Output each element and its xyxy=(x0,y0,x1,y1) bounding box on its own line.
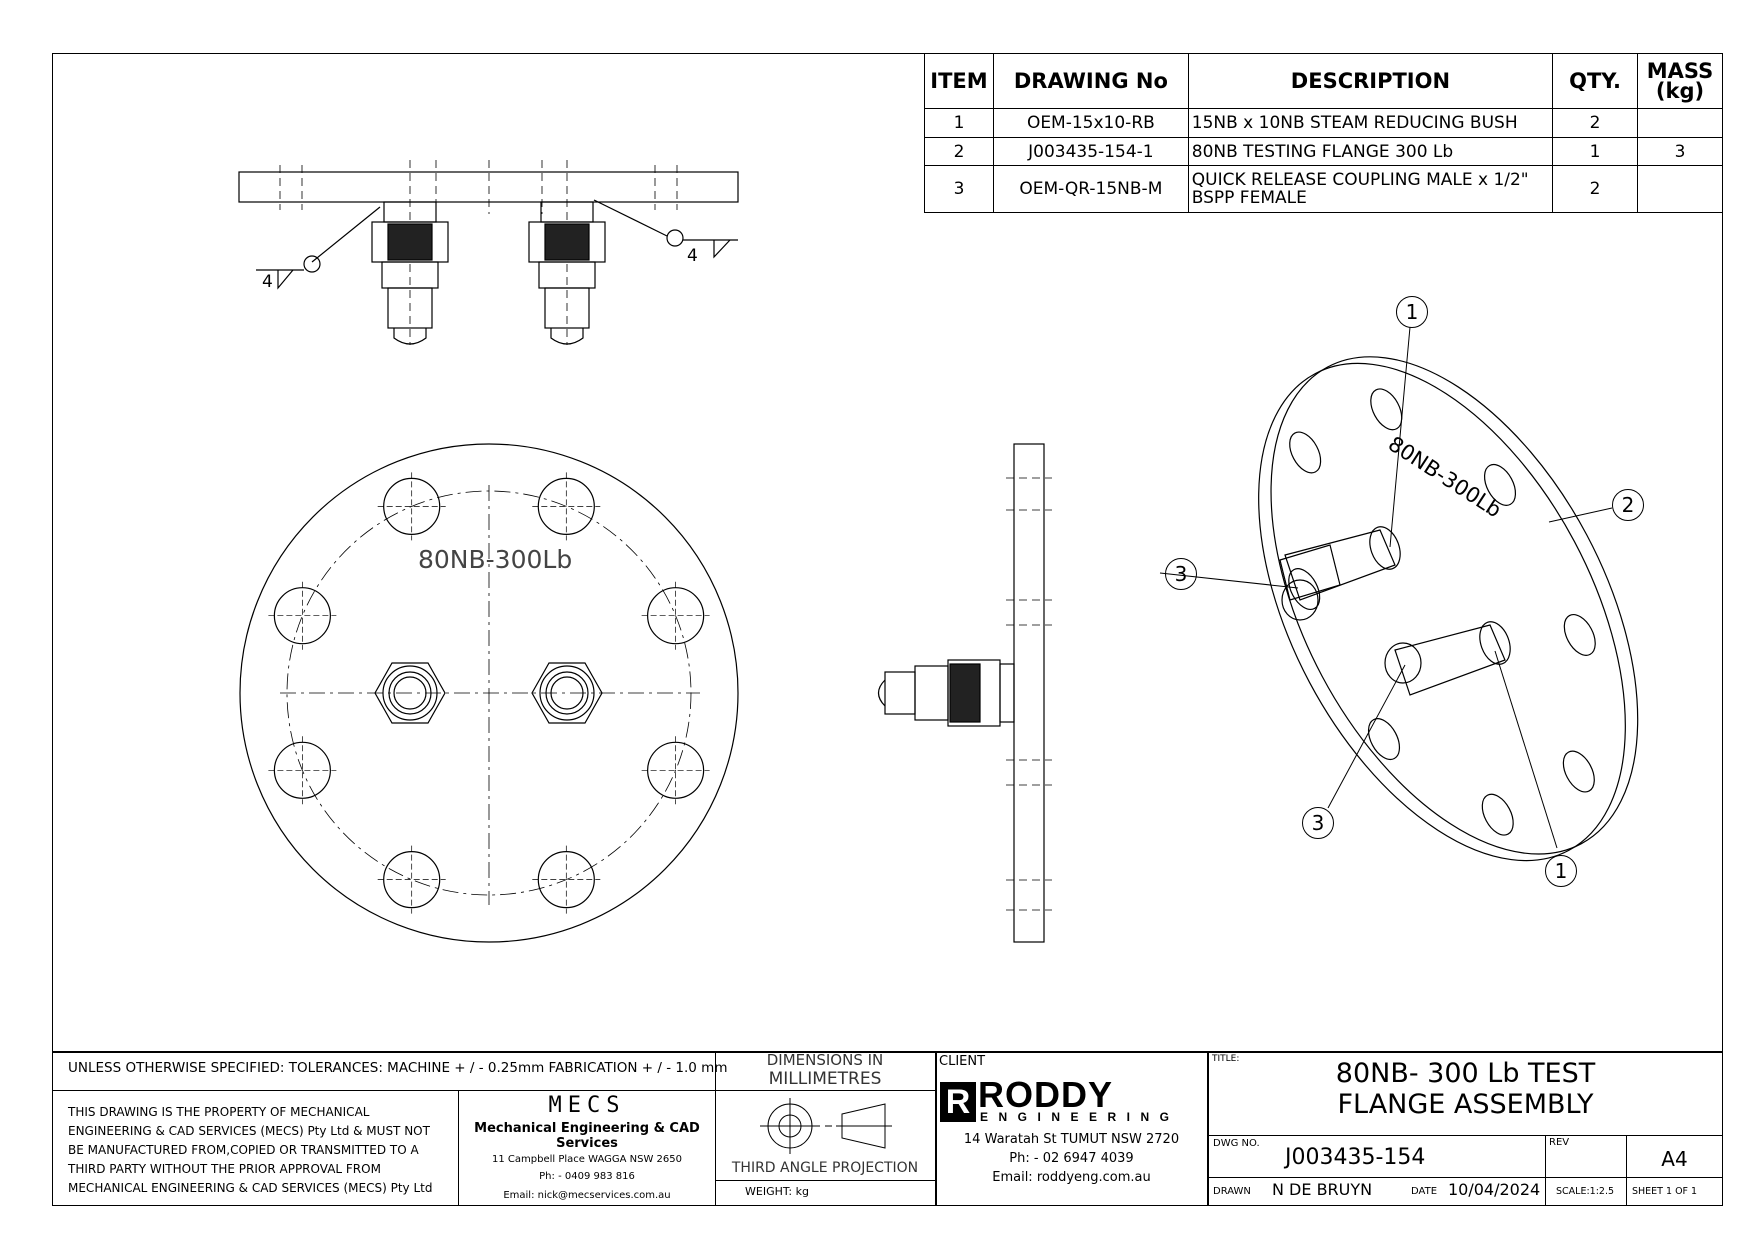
balloon-item-3-bottom: 3 xyxy=(1302,807,1334,839)
weld-symbol-right xyxy=(593,199,738,259)
client-phone: Ph: - 02 6947 4039 xyxy=(1009,1151,1134,1166)
front-fitting-right xyxy=(531,662,603,724)
description-cell: 80NB TESTING FLANGE 300 Lb xyxy=(1187,137,1554,166)
qty-cell: 2 xyxy=(1552,165,1639,213)
qty-cell: 1 xyxy=(1552,137,1639,166)
client-label: CLIENT xyxy=(939,1054,986,1069)
bill-of-materials: ITEM DRAWING No DESCRIPTION QTY. MASS (k… xyxy=(924,53,1723,213)
bom-header: ITEM DRAWING No DESCRIPTION QTY. MASS (k… xyxy=(924,53,1723,109)
mecs-logo: MECS xyxy=(548,1093,626,1118)
drawing-title-line2: FLANGE ASSEMBLY xyxy=(1337,1089,1594,1120)
client-email: Email: roddyeng.com.au xyxy=(992,1170,1151,1185)
top-view xyxy=(238,160,739,345)
col-qty: QTY. xyxy=(1552,53,1639,109)
scale-value: SCALE:1:2.5 xyxy=(1556,1186,1615,1197)
drawing-title-line1: 80NB- 300 Lb TEST xyxy=(1335,1058,1596,1089)
mass-cell xyxy=(1637,165,1723,213)
balloon-item-2: 2 xyxy=(1612,489,1644,521)
weld-size-right: 4 xyxy=(687,246,698,266)
sheet-number: SHEET 1 OF 1 xyxy=(1632,1186,1698,1197)
col-description: DESCRIPTION xyxy=(1187,53,1554,109)
balloon-item-1-top: 1 xyxy=(1396,296,1428,328)
drawing-border xyxy=(52,53,1723,1206)
iso-bolt-hole xyxy=(1288,568,1321,610)
roddy-logo: R RODDY ENGINEERING xyxy=(940,1074,1202,1125)
tolerances-note: UNLESS OTHERWISE SPECIFIED: TOLERANCES: … xyxy=(68,1060,728,1076)
title-label: TITLE: xyxy=(1212,1054,1240,1064)
item-cell: 2 xyxy=(924,137,994,166)
weld-size-left: 4 xyxy=(262,272,273,292)
roddy-logo-main: RODDY xyxy=(978,1074,1114,1115)
third-angle-projection-icon xyxy=(760,1098,892,1154)
isometric-view xyxy=(1159,326,1639,862)
projection-label: THIRD ANGLE PROJECTION xyxy=(731,1160,919,1176)
notice-line: THIS DRAWING IS THE PROPERTY OF MECHANIC… xyxy=(68,1105,370,1119)
drawn-label: DRAWN xyxy=(1213,1186,1251,1197)
sheet-size: A4 xyxy=(1661,1147,1688,1171)
notice-line: BE MANUFACTURED FROM,COPIED OR TRANSMITT… xyxy=(68,1143,419,1157)
front-fitting-left xyxy=(374,662,446,724)
table-row: 2 J003435-154-1 80NB TESTING FLANGE 300 … xyxy=(924,137,1723,166)
mecs-name: Mechanical Engineering & CAD Services xyxy=(474,1121,700,1151)
dwg-no-label: DWG NO. xyxy=(1213,1138,1260,1149)
item-cell: 1 xyxy=(924,108,994,138)
mecs-address: 11 Campbell Place WAGGA NSW 2650 xyxy=(492,1154,682,1165)
client-address: 14 Waratah St TUMUT NSW 2720 xyxy=(963,1132,1180,1147)
dimensions-line1: DIMENSIONS IN xyxy=(766,1051,884,1069)
date-label: DATE xyxy=(1411,1186,1438,1197)
description-cell: QUICK RELEASE COUPLING MALE x 1/2" BSPP … xyxy=(1187,165,1554,213)
rev-label: REV xyxy=(1549,1137,1570,1148)
iso-bolt-hole xyxy=(1367,718,1401,761)
balloon-item-1-bottom: 1 xyxy=(1545,855,1577,887)
front-engraving: 80NB-300Lb xyxy=(418,545,573,574)
table-row: 1 OEM-15x10-RB 15NB x 10NB STEAM REDUCIN… xyxy=(924,108,1723,138)
roddy-r-icon: R xyxy=(940,1082,976,1122)
iso-bolt-hole xyxy=(1483,463,1517,506)
property-notice: THIS DRAWING IS THE PROPERTY OF MECHANIC… xyxy=(68,1103,432,1198)
client-contact: 14 Waratah St TUMUT NSW 2720 Ph: - 02 69… xyxy=(936,1130,1207,1187)
top-fitting-left xyxy=(371,201,449,345)
col-drawing-no: DRAWING No xyxy=(992,53,1189,109)
notice-line: ENGINEERING & CAD SERVICES (MECS) Pty Lt… xyxy=(68,1124,430,1138)
iso-fitting-lower xyxy=(1384,621,1511,696)
mecs-email: Email: nick@mecservices.com.au xyxy=(503,1190,671,1201)
mecs-block: MECS Mechanical Engineering & CAD Servic… xyxy=(459,1093,715,1201)
qty-cell: 2 xyxy=(1552,108,1639,138)
dwg-no: J003435-154 xyxy=(1285,1145,1426,1170)
mecs-phone: Ph: - 0409 983 816 xyxy=(539,1171,635,1182)
col-item: ITEM xyxy=(924,53,994,109)
iso-bolt-hole xyxy=(1562,750,1595,793)
table-row: 3 OEM-QR-15NB-M QUICK RELEASE COUPLING M… xyxy=(924,165,1723,213)
mass-cell xyxy=(1637,108,1723,138)
item-cell: 3 xyxy=(924,165,994,213)
iso-bolt-hole xyxy=(1563,614,1596,656)
weight-label: WEIGHT: kg xyxy=(745,1185,809,1198)
front-view xyxy=(239,443,739,943)
mass-cell: 3 xyxy=(1637,137,1723,166)
top-fitting-right xyxy=(528,201,606,345)
iso-bolt-hole xyxy=(1289,431,1322,474)
iso-bolt-hole xyxy=(1370,388,1403,431)
drawn-by: N DE BRUYN xyxy=(1272,1180,1373,1199)
drawing-no-cell: J003435-154-1 xyxy=(992,137,1189,166)
notice-line: MECHANICAL ENGINEERING & CAD SERVICES (M… xyxy=(68,1181,433,1195)
iso-bolt-hole xyxy=(1481,793,1514,836)
drawing-no-cell: OEM-15x10-RB xyxy=(992,108,1189,138)
drawing-no-cell: OEM-QR-15NB-M xyxy=(992,165,1189,213)
roddy-logo-sub: ENGINEERING xyxy=(980,1110,1180,1124)
notice-line: THIRD PARTY WITHOUT THE PRIOR APPROVAL F… xyxy=(68,1162,381,1176)
description-cell: 15NB x 10NB STEAM REDUCING BUSH xyxy=(1187,108,1554,138)
iso-fitting-upper xyxy=(1279,526,1401,621)
date-value: 10/04/2024 xyxy=(1448,1180,1541,1199)
balloon-item-3-left: 3 xyxy=(1165,558,1197,590)
dimensions-line2: MILLIMETRES xyxy=(768,1069,882,1089)
side-view xyxy=(877,443,1052,943)
col-mass: MASS (kg) xyxy=(1637,53,1723,109)
weld-symbol-left xyxy=(256,206,381,290)
